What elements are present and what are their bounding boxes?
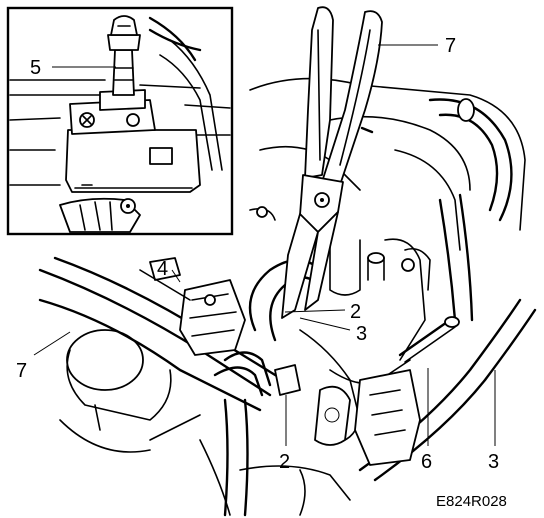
callout-7-hose: 7 bbox=[16, 360, 27, 382]
callout-5: 5 bbox=[30, 57, 41, 79]
hose-clamp-pliers bbox=[281, 6, 383, 319]
detail-inset bbox=[6, 6, 234, 236]
callout-7-pliers: 7 bbox=[445, 35, 456, 57]
callout-labels: 5 7 4 7 2 3 2 6 3 E824R028 bbox=[16, 35, 507, 510]
leader-lines bbox=[33, 44, 496, 446]
figure-code: E824R028 bbox=[436, 493, 507, 510]
callout-4: 4 bbox=[157, 258, 168, 280]
callout-2-lower: 2 bbox=[279, 451, 290, 473]
callout-3-upper: 3 bbox=[356, 323, 367, 345]
callout-2-upper: 2 bbox=[350, 301, 361, 323]
callout-6: 6 bbox=[421, 451, 432, 473]
engine-background bbox=[38, 77, 537, 517]
callout-3-lower: 3 bbox=[488, 451, 499, 473]
